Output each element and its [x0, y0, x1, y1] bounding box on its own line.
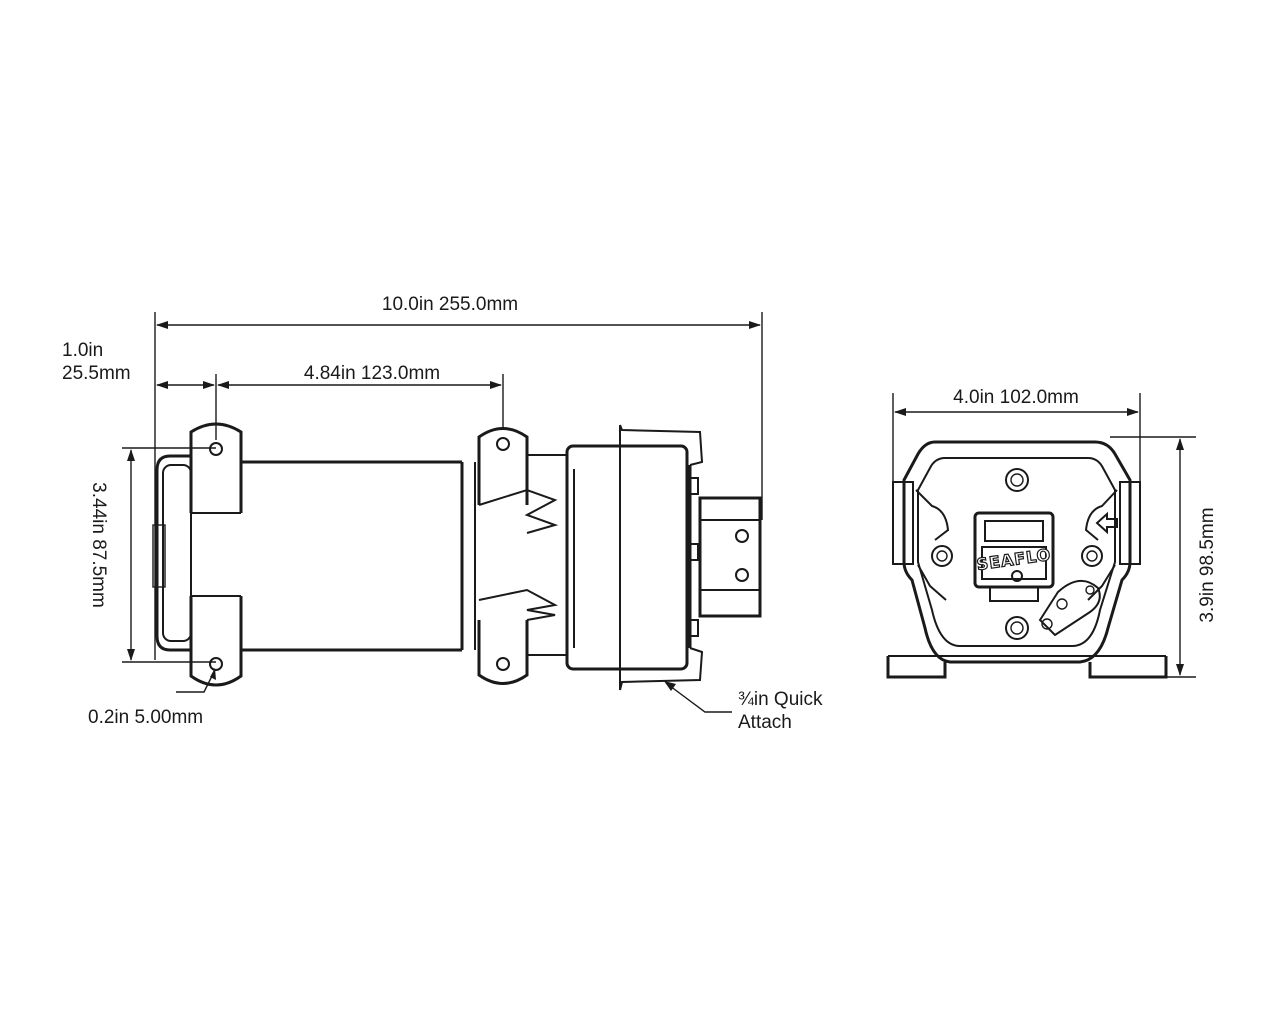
mount-spacing-label: 4.84in 123.0mm [304, 363, 440, 384]
overall-length-dimension: 10.0in 255.0mm [154, 294, 763, 660]
end-view: 4.0in 102.0mm 3.9in 98.5mm [886, 387, 1218, 679]
quick-attach-label-line1: ¾in Quick [738, 689, 823, 710]
mount-height-label: 3.44in 87.5mm [88, 482, 109, 608]
mount-height-dimension: 3.44in 87.5mm [88, 447, 216, 663]
hole-diameter-label: 0.2in 5.00mm [88, 707, 203, 728]
pump-end-face: SEAFLO [886, 440, 1168, 679]
side-view: 10.0in 255.0mm 1.0in 25.5mm 4.84in 123.0… [62, 294, 823, 733]
pump-body [152, 422, 762, 691]
flange-offset-mm-label: 25.5mm [62, 363, 131, 384]
quick-attach-callout: ¾in Quick Attach [664, 681, 823, 733]
brand-logo: SEAFLO [975, 545, 1052, 574]
end-width-dimension: 4.0in 102.0mm [892, 387, 1141, 482]
hole-diameter-callout: 0.2in 5.00mm [88, 668, 216, 728]
flange-offset-inch-label: 1.0in [62, 340, 103, 361]
overall-length-label: 10.0in 255.0mm [382, 294, 518, 315]
mount-spacing-dimension: 1.0in 25.5mm 4.84in 123.0mm [62, 340, 504, 440]
end-height-label: 3.9in 98.5mm [1197, 507, 1218, 622]
end-height-dimension: 3.9in 98.5mm [1110, 436, 1218, 678]
end-width-label: 4.0in 102.0mm [953, 387, 1079, 408]
quick-attach-label-line2: Attach [738, 712, 792, 733]
